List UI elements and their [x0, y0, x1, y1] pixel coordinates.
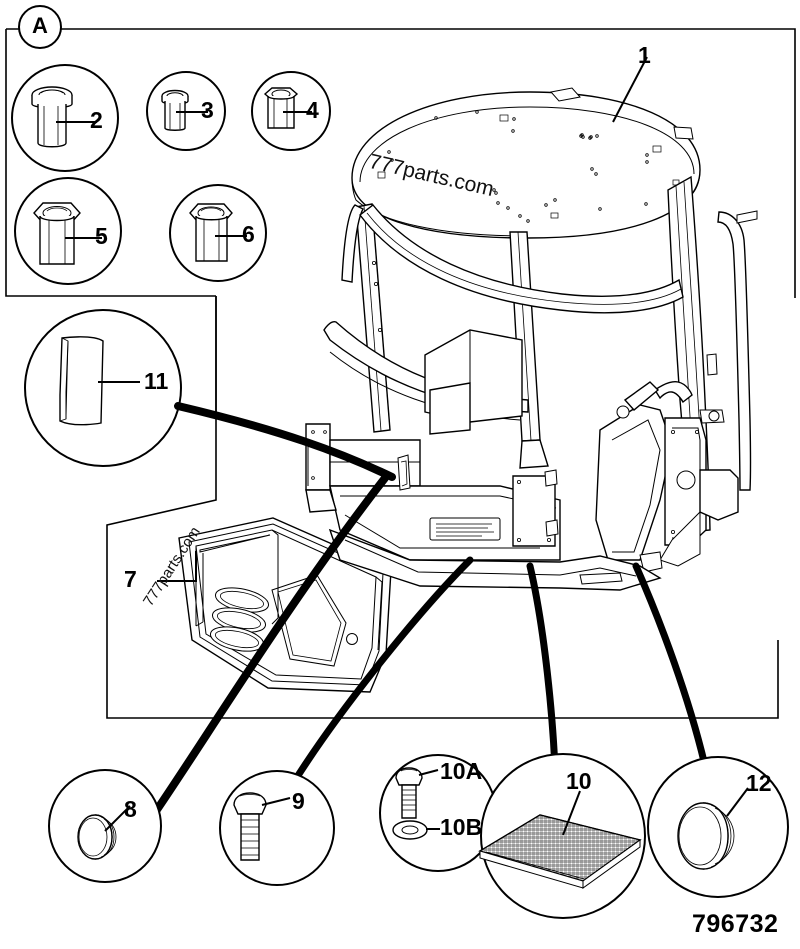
cab-mount-right — [595, 381, 739, 573]
leader-fat-9 — [279, 556, 474, 804]
part-2-rivet-nut — [31, 86, 73, 148]
callout-label-10: 10 — [566, 768, 592, 794]
callout-circle-6 — [169, 184, 267, 282]
part-7-floor-trim-panel — [157, 517, 392, 693]
callout-label-7: 7 — [124, 566, 137, 592]
callout-circle-4 — [251, 71, 331, 151]
callout-circle-12 — [647, 756, 789, 898]
callout-circle-2 — [11, 64, 119, 172]
part-9-hex-bolt — [233, 792, 267, 861]
lower-panel-box — [106, 296, 779, 719]
leader-line-1 — [612, 56, 648, 123]
callout-label-10a: 10A — [440, 758, 483, 784]
part-10b-washer — [392, 820, 428, 840]
section-a-label: A — [32, 13, 48, 38]
callout-label-2: 2 — [90, 107, 103, 133]
callout-label-11: 11 — [144, 368, 169, 394]
id-plate — [429, 517, 501, 541]
part-3-rivet-nut — [161, 89, 189, 131]
part-8-plug — [77, 814, 117, 860]
part-11-glass-panel — [59, 336, 104, 426]
callout-label-3: 3 — [201, 97, 214, 123]
callout-circle-9 — [219, 770, 335, 886]
part-12-plug — [677, 802, 735, 870]
roof-fastener-marks — [377, 110, 680, 223]
callout-label-12: 12 — [746, 770, 772, 796]
section-a-badge-circle — [18, 5, 62, 49]
part-6-rivet-nut-hex — [189, 203, 233, 262]
callout-label-1: 1 — [638, 42, 651, 68]
part-4-rivet-nut-hex — [263, 87, 299, 129]
callout-circle-10ab — [379, 754, 497, 872]
leader-fat-12 — [632, 562, 710, 774]
callout-circle-11 — [24, 309, 182, 467]
leader-fat-8 — [148, 474, 389, 821]
part-5-rivet-nut-hex — [33, 202, 81, 265]
part-10-floor-mat — [478, 814, 642, 889]
callout-label-10b: 10B — [440, 814, 483, 840]
callout-circle-10 — [478, 753, 646, 919]
part-1-cab-frame-assembly — [305, 87, 758, 591]
leader-fat-11 — [174, 402, 396, 481]
callout-label-8: 8 — [124, 796, 137, 822]
floor-trim-vents — [209, 587, 270, 652]
drawing-number: 796732 — [692, 910, 779, 938]
callout-label-4: 4 — [306, 97, 319, 123]
part-10a-hex-bolt — [395, 767, 423, 819]
callout-circle-3 — [146, 71, 226, 151]
section-a-box — [5, 5, 796, 298]
callout-label-5: 5 — [95, 223, 108, 249]
callout-label-9: 9 — [292, 788, 305, 814]
leader-fat-10 — [526, 562, 559, 774]
callout-circle-5 — [14, 177, 122, 285]
callout-label-6: 6 — [242, 221, 255, 247]
callout-circle-8 — [48, 769, 162, 883]
